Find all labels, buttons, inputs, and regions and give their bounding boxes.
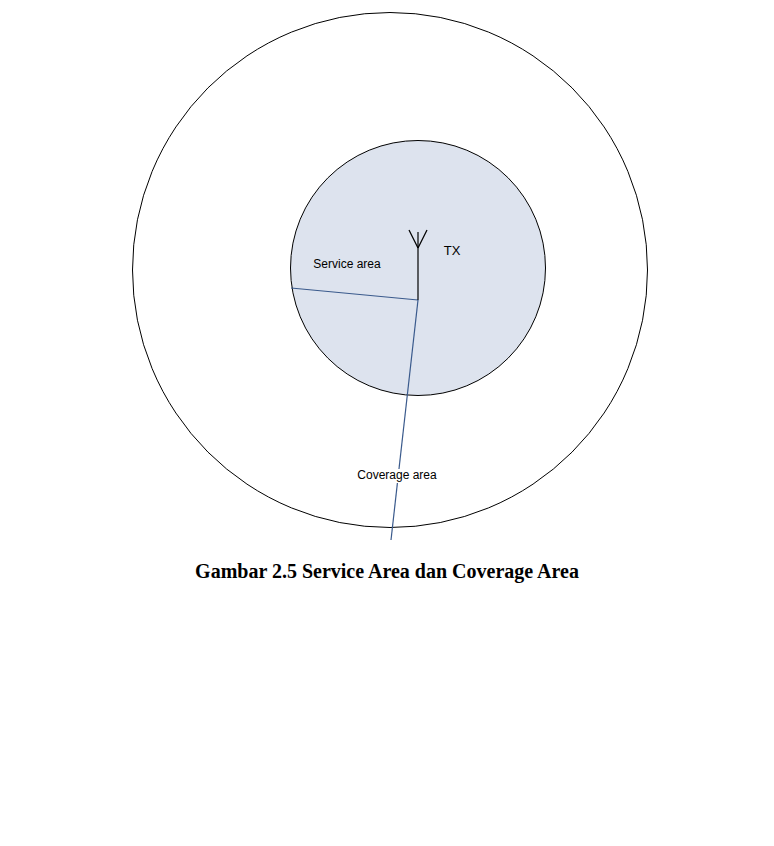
area-label: Service area <box>311 258 382 271</box>
service-radius-line <box>291 288 418 300</box>
antenna-symbol <box>409 230 427 300</box>
coverage-radius-line <box>391 300 418 540</box>
circle-area: Coverage area Service area <box>132 12 648 528</box>
figure-caption: Gambar 2.5 Service Area dan Coverage Are… <box>0 560 774 583</box>
area-label: Coverage area <box>355 469 438 482</box>
antenna-label: TX <box>444 244 461 258</box>
